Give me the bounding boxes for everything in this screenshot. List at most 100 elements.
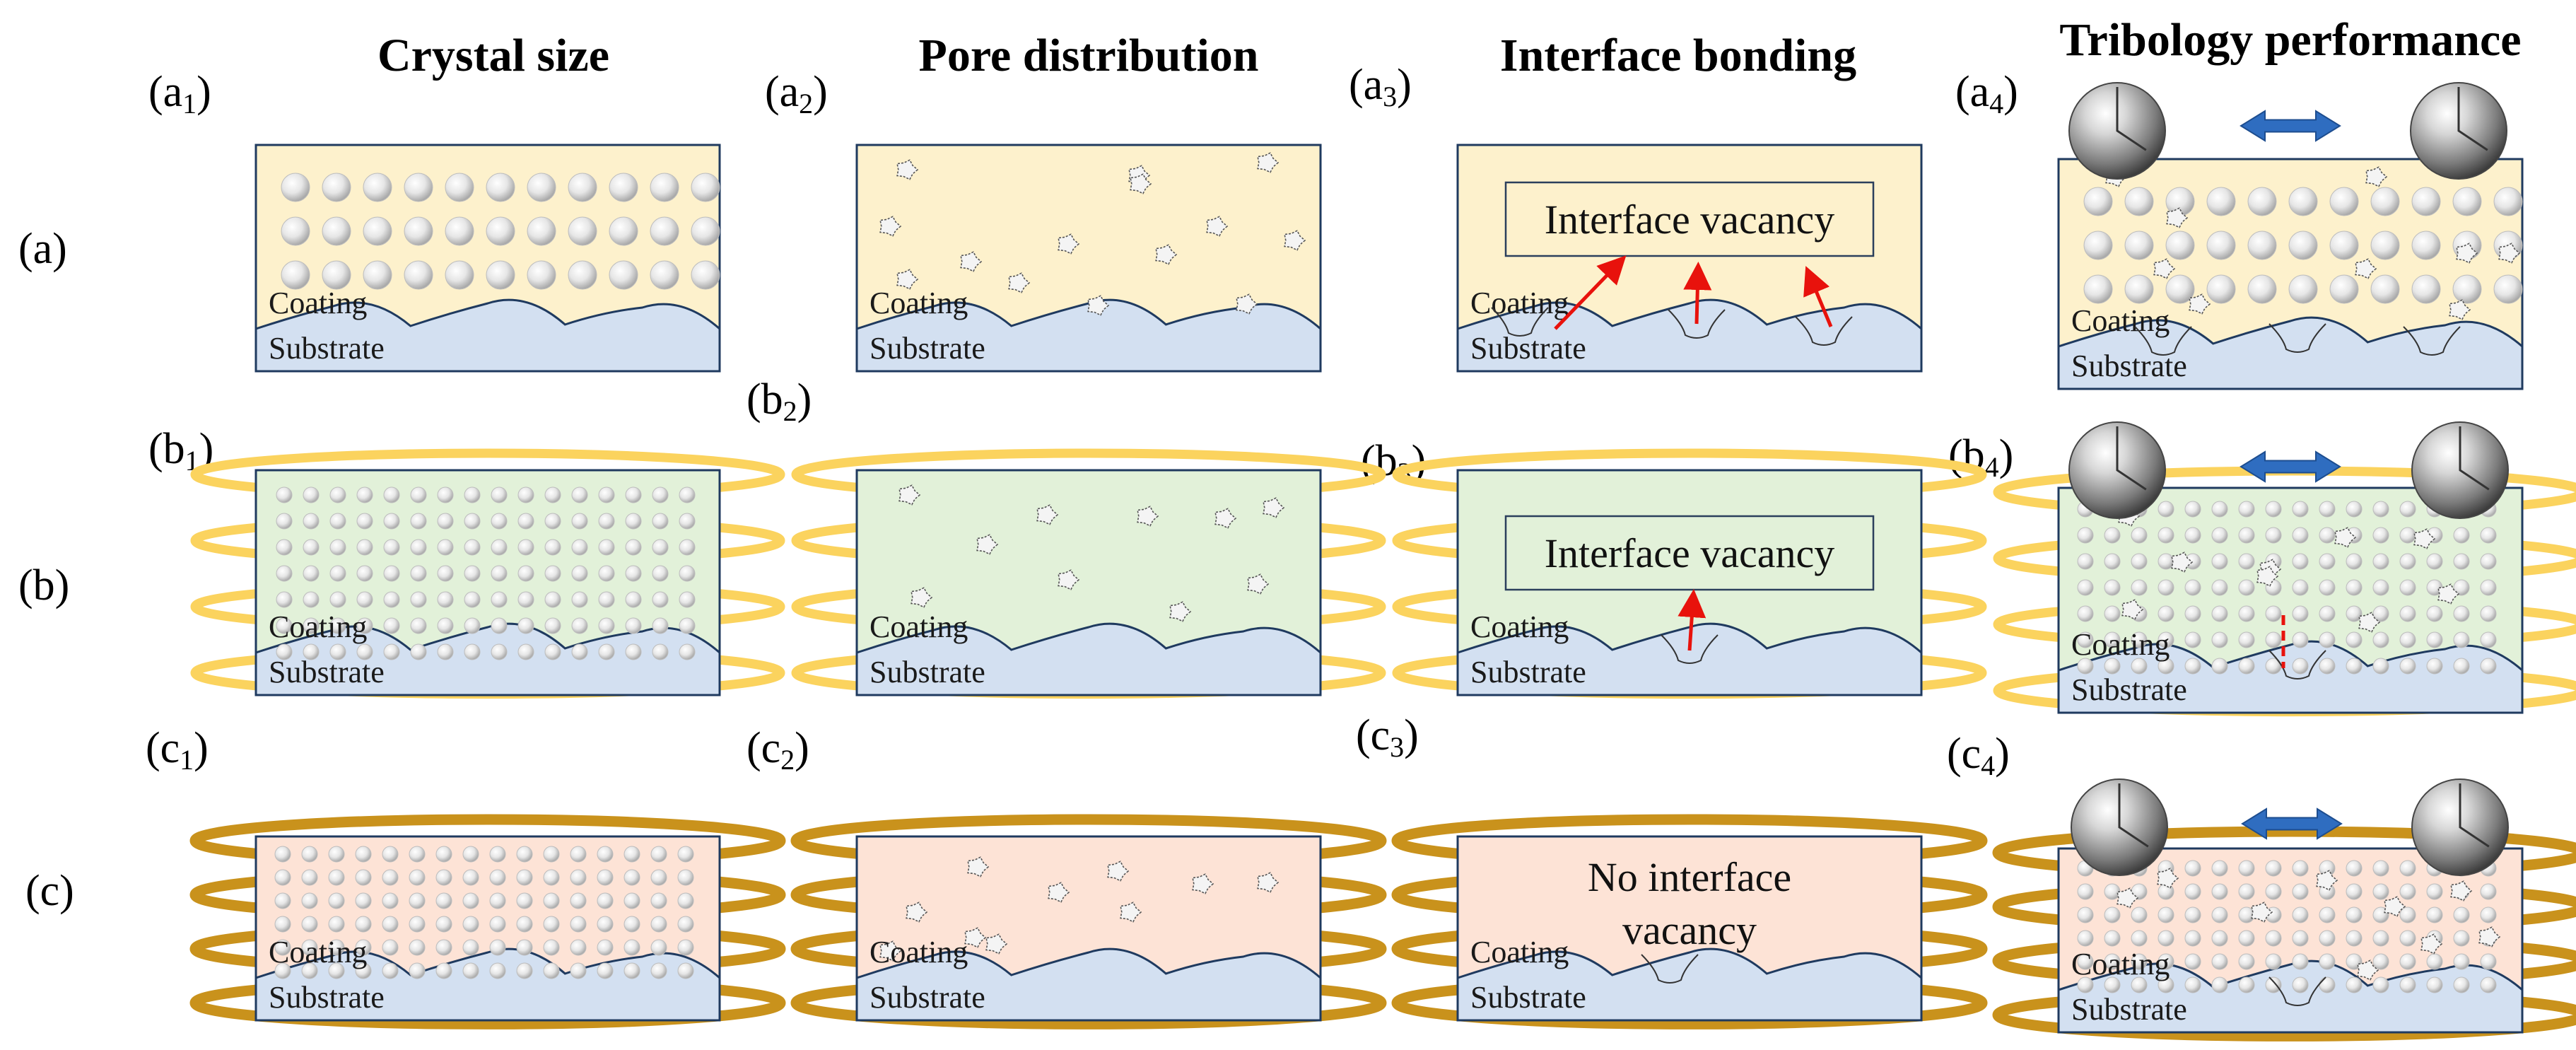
grain: [410, 565, 427, 582]
grain: [650, 869, 667, 886]
grain: [2131, 906, 2148, 923]
grain: [491, 565, 508, 582]
grain: [2319, 527, 2336, 544]
grain: [363, 216, 392, 246]
grain: [2480, 527, 2497, 544]
grain: [2372, 501, 2389, 518]
pore: [1257, 872, 1280, 893]
grain: [489, 846, 506, 863]
grain: [2131, 527, 2148, 544]
pore: [2456, 243, 2478, 264]
grain: [274, 916, 291, 933]
grain: [2346, 631, 2363, 648]
red-arrow: [1803, 266, 1833, 327]
pore: [906, 902, 928, 923]
grain: [276, 513, 293, 530]
grain: [2211, 501, 2228, 518]
grain: [2206, 231, 2236, 260]
grain: [2077, 976, 2094, 993]
coating-label: Coating: [269, 286, 367, 320]
grain: [2247, 274, 2277, 304]
grain: [274, 846, 291, 863]
grain: [570, 962, 587, 979]
grain: [679, 565, 696, 582]
grain: [516, 869, 533, 886]
grain: [625, 486, 642, 503]
grain: [623, 939, 640, 956]
pore: [896, 269, 919, 290]
grain: [322, 260, 351, 290]
grain: [544, 513, 561, 530]
pore: [2121, 599, 2144, 620]
grain: [623, 962, 640, 979]
grain: [571, 565, 588, 582]
pore: [2157, 868, 2179, 889]
grain: [2319, 501, 2336, 518]
grain: [2292, 906, 2309, 923]
grain: [2184, 906, 2201, 923]
interface-vacancy-mark: [1795, 316, 1853, 346]
pore: [1130, 173, 1152, 194]
grain: [650, 173, 679, 202]
grain: [435, 916, 452, 933]
grain: [437, 565, 454, 582]
grain: [2158, 930, 2174, 947]
grain: [2124, 274, 2154, 304]
pore: [1263, 497, 1285, 518]
grain: [2158, 658, 2174, 675]
grain: [2453, 553, 2470, 570]
grain: [2265, 631, 2282, 648]
grain: [650, 846, 667, 863]
grain: [652, 486, 669, 503]
grain: [2184, 605, 2201, 622]
grain: [435, 846, 452, 863]
grain: [2399, 553, 2416, 570]
substrate-label: Substrate: [1470, 655, 1586, 689]
substrate-label: Substrate: [269, 980, 385, 1015]
grain: [382, 962, 399, 979]
grain: [2329, 187, 2359, 216]
grain: [2319, 976, 2336, 993]
grain: [609, 216, 638, 246]
grain: [568, 216, 597, 246]
panel-tag-b2: (b2): [747, 375, 812, 427]
grain: [322, 173, 351, 202]
grain: [516, 916, 533, 933]
grain: [679, 591, 696, 608]
grain: [382, 892, 399, 909]
grain: [464, 513, 481, 530]
grain: [462, 846, 479, 863]
pore: [967, 856, 990, 877]
pore: [2358, 612, 2381, 633]
grain: [328, 892, 345, 909]
grain: [2319, 930, 2336, 947]
grain: [2265, 501, 2282, 518]
grain: [2206, 187, 2236, 216]
grain: [382, 846, 399, 863]
grain: [2077, 579, 2094, 596]
grain: [2399, 579, 2416, 596]
grain: [517, 486, 534, 503]
grain: [410, 643, 427, 660]
grain: [489, 962, 506, 979]
grain: [2184, 527, 2201, 544]
row-label-a: (a): [18, 225, 67, 273]
header-pore-distribution: Pore distribution: [919, 30, 1259, 81]
grain: [2426, 658, 2443, 675]
grain: [435, 892, 452, 909]
grain: [650, 962, 667, 979]
grain: [2292, 930, 2309, 947]
grain: [516, 939, 533, 956]
interface-vacancy-mark: [1491, 307, 1549, 337]
grain: [2211, 527, 2228, 544]
grain: [2265, 605, 2282, 622]
grain: [2211, 930, 2228, 947]
pore: [2251, 902, 2273, 923]
grain: [2411, 231, 2441, 260]
callout-b3-text: Interface vacancy: [1545, 530, 1835, 576]
grain: [2292, 976, 2309, 993]
grain: [329, 513, 346, 530]
